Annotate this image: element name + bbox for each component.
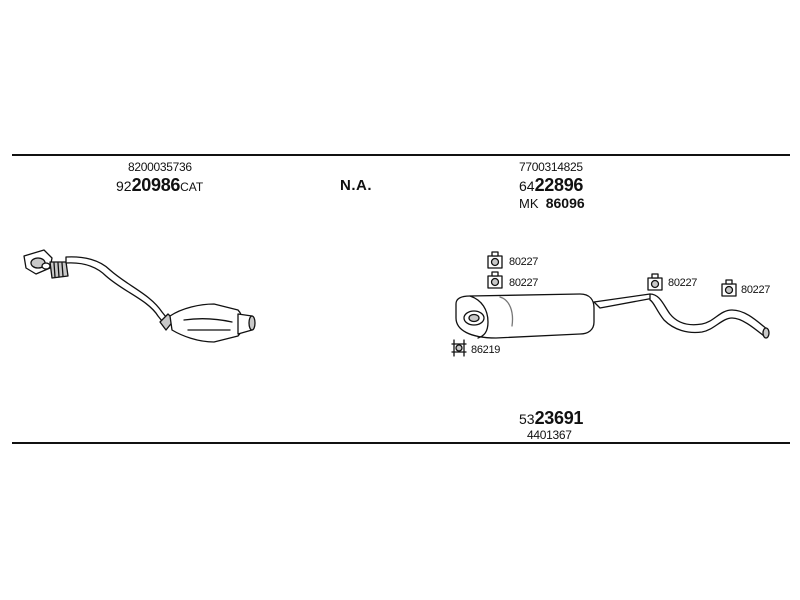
clamp-icon — [451, 339, 467, 357]
hanger-icon-d — [721, 279, 737, 297]
bottom-divider-line — [12, 442, 790, 444]
clamp-tag: 86219 — [471, 344, 501, 356]
mounting-kit-number: 86096 — [545, 195, 585, 211]
front-pipe-code-suffix: CAT — [180, 180, 204, 194]
top-divider-line — [12, 154, 790, 156]
front-pipe-code-main: 20986 — [131, 175, 181, 195]
hanger-icon-a — [487, 251, 503, 269]
silencer-part — [455, 293, 770, 339]
hanger-tag-a: 80227 — [509, 256, 539, 268]
silencer-code-prefix: 64 — [519, 178, 535, 194]
silencer-code-main: 22896 — [534, 175, 584, 195]
hanger-tag-b: 80227 — [509, 277, 539, 289]
hanger-tag-d: 80227 — [741, 284, 771, 296]
hanger-tag-c: 80227 — [668, 277, 698, 289]
rear-pipe-code-prefix: 53 — [519, 411, 535, 427]
mounting-kit-label: MK 86096 — [519, 195, 585, 211]
silencer-code: 6422896 — [519, 175, 583, 196]
front-pipe-code-prefix: 92 — [116, 178, 132, 194]
front-pipe-oe-number: 8200035736 — [128, 160, 192, 174]
hanger-icon-b — [487, 271, 503, 289]
front-pipe-code: 9220986CAT — [116, 175, 203, 196]
rear-pipe-oe-number: 4401367 — [527, 428, 572, 442]
hanger-icon-c — [647, 273, 663, 291]
silencer-oe-number: 7700314825 — [519, 160, 583, 174]
mounting-kit-prefix: MK — [519, 196, 539, 211]
not-available-label: N.A. — [340, 177, 372, 194]
front-pipe-part — [23, 249, 256, 343]
rear-pipe-code: 5323691 — [519, 408, 583, 429]
rear-pipe-code-main: 23691 — [534, 408, 584, 428]
